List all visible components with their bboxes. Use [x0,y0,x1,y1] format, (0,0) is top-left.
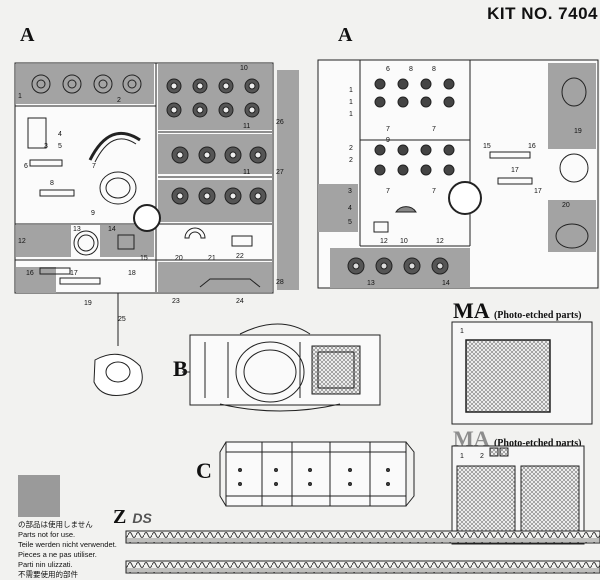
svg-text:7: 7 [432,126,436,133]
svg-text:2: 2 [117,97,121,104]
svg-text:4: 4 [348,205,352,212]
svg-text:10: 10 [240,65,248,72]
svg-text:26: 26 [276,119,284,126]
ma1-part-number: 1 [460,328,464,335]
ma1-title: MA [453,298,489,323]
svg-text:17: 17 [511,167,519,174]
svg-text:16: 16 [26,270,34,277]
svg-text:10: 10 [400,238,408,245]
z-track-links [125,530,600,574]
svg-text:13: 13 [367,280,375,287]
ma-fret-2 [451,445,585,545]
svg-text:5: 5 [58,143,62,150]
svg-text:12: 12 [18,238,26,245]
ma2-part-number-1: 1 [460,453,464,460]
note-line-it: Parti nin ulizzati. [18,560,73,569]
svg-text:9: 9 [91,210,95,217]
svg-text:7: 7 [386,126,390,133]
svg-text:1: 1 [349,99,353,106]
ma-photo-etched-title-1: MA (Photo-etched parts) [453,298,581,324]
svg-text:12: 12 [380,238,388,245]
svg-text:11: 11 [243,169,250,176]
ma1-subtitle: (Photo-etched parts) [493,310,582,321]
sprue-b-hull-top [182,323,381,412]
left-sprue-numbers: 2 10 4 5 3 6 7 8 9 11 11 12 13 14 15 16 17 18 19 20 2… [18,65,284,323]
note-line-de: Teile werden nicht verwendet. [18,540,117,549]
svg-text:28: 28 [276,279,284,286]
note-line-zh: 不需要使用的部件 [18,570,78,579]
ds-brand-mark: DS [132,510,152,526]
svg-text:7: 7 [386,188,390,195]
svg-text:21: 21 [208,255,216,262]
svg-text:25: 25 [118,316,126,323]
ma2-subtitle: (Photo-etched parts) [493,438,582,449]
sprue-a-left [14,62,299,396]
svg-text:13: 13 [73,226,81,233]
ma-fret-1 [451,321,593,425]
svg-text:8: 8 [50,180,54,187]
svg-text:14: 14 [108,226,116,233]
svg-text:23: 23 [172,298,180,305]
svg-text:11: 11 [243,123,250,130]
svg-text:5: 5 [348,219,352,226]
unused-parts-swatch [18,475,60,517]
svg-text:16: 16 [528,143,536,150]
note-line-en: Parts not for use. [18,530,76,539]
svg-text:15: 15 [140,255,148,262]
svg-text:17: 17 [534,188,542,195]
svg-text:17: 17 [70,270,78,277]
sprue-z-label: Z DS [113,506,152,529]
svg-text:3: 3 [44,143,48,150]
svg-text:3: 3 [348,188,352,195]
svg-text:12: 12 [436,238,444,245]
sprue-a-left-label: A [20,24,35,46]
svg-text:19: 19 [84,300,92,307]
svg-text:7: 7 [432,188,436,195]
svg-text:2: 2 [349,157,353,164]
svg-text:7: 7 [92,163,96,170]
note-line-ja: の部品は使用しません [18,520,93,529]
svg-text:27: 27 [276,169,284,176]
svg-text:15: 15 [483,143,491,150]
svg-text:19: 19 [574,128,582,135]
svg-text:9: 9 [386,137,390,144]
svg-text:18: 18 [128,270,136,277]
sprue-c-label: C [196,458,212,483]
svg-text:6: 6 [24,163,28,170]
kit-number: KIT NO. 7404 [487,4,598,23]
note-line-fr: Pieces a ne pas utiliser. [18,550,97,559]
svg-text:1: 1 [349,87,353,94]
svg-text:20: 20 [562,202,570,209]
sprue-a-right-label: A [338,24,353,46]
svg-text:8: 8 [432,66,436,73]
svg-text:20: 20 [175,255,183,262]
svg-text:22: 22 [236,253,244,260]
sprue-b-label: B [173,356,188,381]
not-for-use-note: の部品は使用しません Parts not for use. Teile werd… [18,520,118,580]
svg-text:4: 4 [58,131,62,138]
svg-text:1: 1 [349,111,353,118]
svg-text:14: 14 [442,280,450,287]
ma2-part-number-2: 2 [480,453,484,460]
svg-text:2: 2 [349,145,353,152]
z-letter: Z [113,506,127,528]
svg-text:8: 8 [409,66,413,73]
sprue-c-hull-bottom [219,441,415,507]
sprue-a-right [317,59,599,289]
svg-text:6: 6 [386,66,390,73]
svg-text:1: 1 [18,93,22,100]
svg-text:24: 24 [236,298,244,305]
